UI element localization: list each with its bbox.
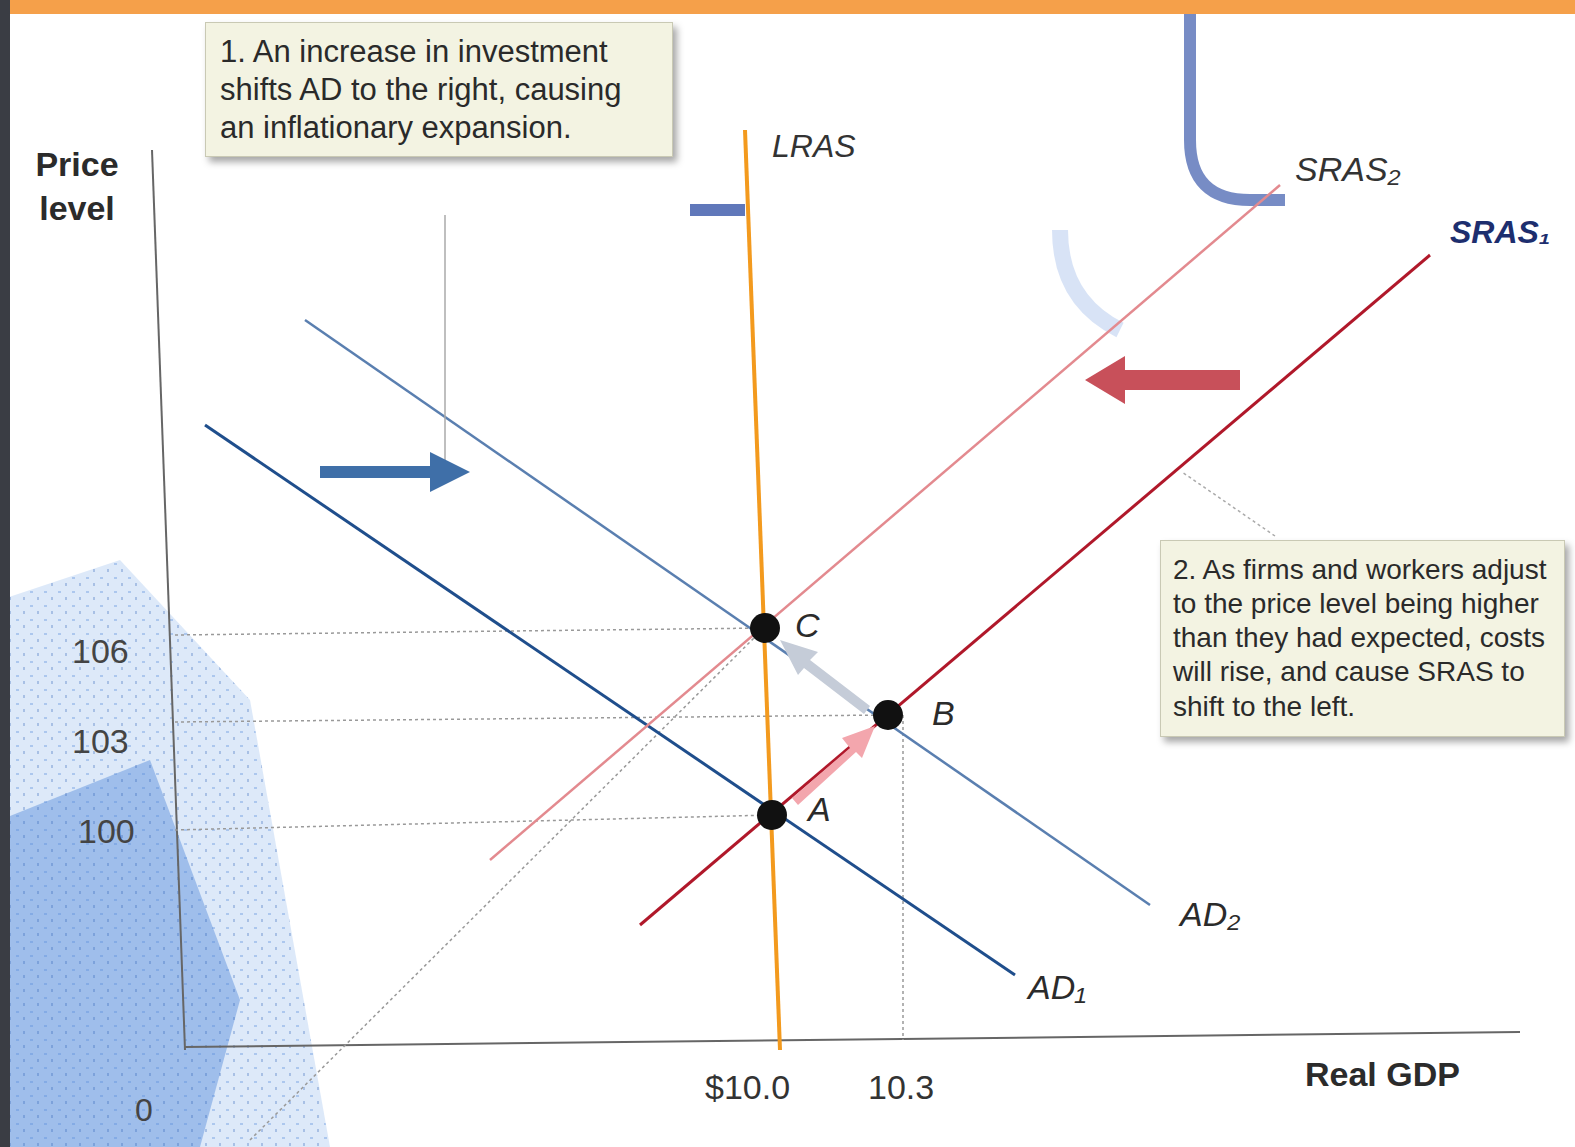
curve-label: AD₂ <box>1180 895 1240 934</box>
curve-label: SRAS₁ <box>1450 214 1550 251</box>
curve-label: LRAS <box>772 128 856 165</box>
callout-box: 2. As firms and workers adjust to the pr… <box>1160 540 1565 737</box>
tick-label: $10.0 <box>705 1068 790 1107</box>
point-label: B <box>932 694 955 733</box>
axis-title: Price level <box>12 142 142 230</box>
point-label: A <box>808 790 831 829</box>
point-label: C <box>795 606 820 645</box>
curve-label: SRAS₂ <box>1295 150 1401 189</box>
origin-label: 0 <box>135 1092 153 1129</box>
callout-box: 1. An increase in investment shifts AD t… <box>205 22 673 157</box>
tick-label: 106 <box>72 632 129 671</box>
axis-title: Real GDP <box>1305 1055 1460 1094</box>
callout-text: 1. An increase in investment shifts AD t… <box>220 33 658 146</box>
callout-text: 2. As firms and workers adjust to the pr… <box>1173 553 1552 724</box>
tick-label: 103 <box>72 722 129 761</box>
tick-label: 100 <box>78 812 135 851</box>
curve-label: AD₁ <box>1028 968 1086 1007</box>
tick-label: 10.3 <box>868 1068 934 1107</box>
